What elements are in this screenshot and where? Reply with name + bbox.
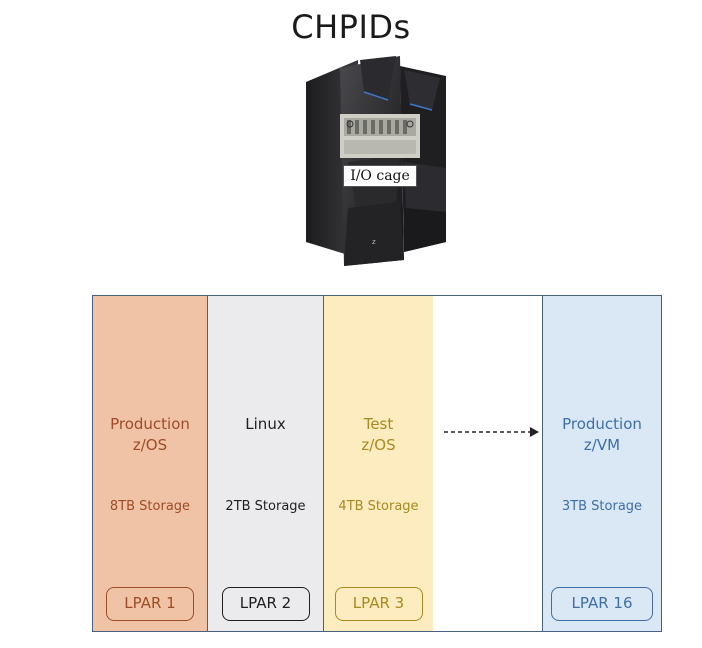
svg-text:z: z <box>372 238 376 246</box>
dashed-arrow-icon <box>444 427 539 437</box>
lpar-storage-label: 4TB Storage <box>338 499 419 514</box>
lpar-badge: LPAR 16 <box>551 587 653 621</box>
lpar-column-3: Test z/OS 4TB Storage LPAR 3 <box>323 295 434 632</box>
lpar-column-16: Production z/VM 3TB Storage LPAR 16 <box>542 295 662 632</box>
lpar-workload-label: Production z/OS <box>110 415 190 454</box>
lpar-badge: LPAR 3 <box>334 587 423 621</box>
lpar-column-2: Linux 2TB Storage LPAR 2 <box>207 295 324 632</box>
lpar-column-1: Production z/OS 8TB Storage LPAR 1 <box>92 295 208 632</box>
lpar-workload-label: Production z/VM <box>562 415 642 454</box>
lpar-gap-column <box>433 295 543 632</box>
lpar-badge: LPAR 2 <box>221 587 310 621</box>
lpar-workload-label: Linux <box>245 415 286 433</box>
diagram-title: CHPIDs <box>291 8 411 46</box>
lpar-storage-label: 8TB Storage <box>109 499 191 514</box>
lpar-workload-label: Test z/OS <box>361 415 396 454</box>
lpar-storage-label: 3TB Storage <box>561 499 643 514</box>
mainframe-server-image: z <box>306 56 446 266</box>
io-cage-label: I/O cage <box>343 165 417 187</box>
lpar-badge: LPAR 1 <box>106 587 194 621</box>
lpar-storage-label: 2TB Storage <box>225 499 306 514</box>
